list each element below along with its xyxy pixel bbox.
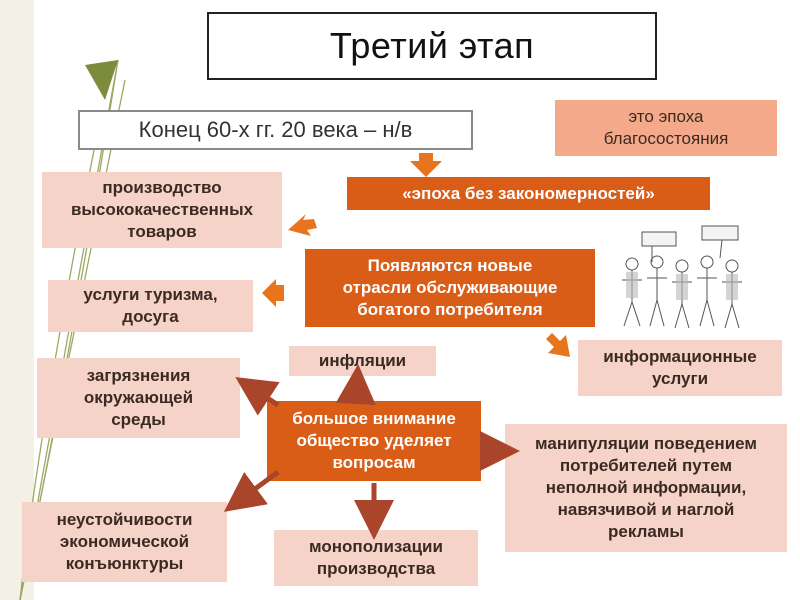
instability-box: неустойчивости экономической конъюнктуры (22, 502, 227, 582)
new-industries-box: Появляются новые отрасли обслуживающие б… (305, 249, 595, 327)
arrow-to-info-services-icon (546, 333, 570, 357)
attention-box: большое внимание общество уделяет вопрос… (267, 401, 481, 481)
era-name-box: «эпоха без закономерностей» (347, 177, 710, 210)
tourism-box: услуги туризма, досуга (48, 280, 253, 332)
leaf-icon (85, 60, 118, 100)
left-sidebar-stripe (0, 0, 34, 600)
page-title: Третий этап (207, 12, 657, 80)
era-note-box: это эпоха благосостояния (555, 100, 777, 156)
protest-crowd-illustration (612, 222, 754, 334)
arrow-period-to-era-icon (410, 153, 442, 177)
info-services-box: информационные услуги (578, 340, 782, 396)
manipulation-box: манипуляции поведением потребителей путе… (505, 424, 787, 552)
arrow-to-tourism-icon (262, 279, 284, 307)
arrow-to-quality-goods-icon (288, 214, 317, 236)
inflation-box: инфляции (289, 346, 436, 376)
quality-goods-box: производство высококачественных товаров (42, 172, 282, 248)
pollution-box: загрязнения окружающей среды (37, 358, 240, 438)
monopoly-box: монополизации производства (274, 530, 478, 586)
period-label: Конец 60-х гг. 20 века – н/в (78, 110, 473, 150)
arrow-to-inflation-icon (335, 364, 376, 406)
